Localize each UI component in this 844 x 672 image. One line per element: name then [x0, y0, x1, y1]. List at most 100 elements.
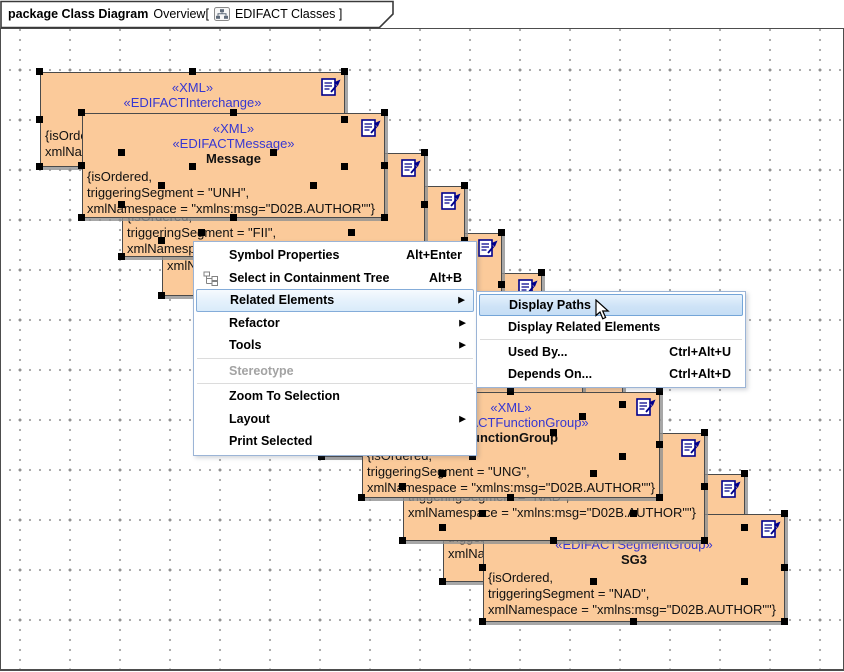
selection-handle[interactable]: [479, 510, 486, 517]
selection-handle[interactable]: [479, 564, 486, 571]
document-hyperlink-icon: [478, 239, 499, 257]
class-diagram-icon: [213, 7, 230, 21]
selection-handle[interactable]: [188, 163, 196, 170]
selection-handle[interactable]: [461, 237, 468, 244]
selection-handle[interactable]: [158, 182, 165, 189]
menu-item-tools[interactable]: Tools▶: [196, 334, 474, 357]
selection-handle[interactable]: [158, 292, 165, 299]
document-hyperlink-icon: [361, 119, 382, 137]
selection-handle[interactable]: [498, 229, 505, 236]
menu-item-zoom-to-selection[interactable]: Zoom To Selection: [196, 385, 474, 408]
selection-handle[interactable]: [439, 524, 446, 531]
selection-handle[interactable]: [781, 618, 788, 625]
selection-handle[interactable]: [36, 163, 43, 170]
menu-item-print-selected[interactable]: Print Selected: [196, 430, 474, 453]
selection-handle[interactable]: [318, 453, 325, 460]
selection-handle[interactable]: [188, 68, 196, 75]
selection-handle[interactable]: [590, 470, 597, 477]
selection-handle[interactable]: [656, 388, 663, 395]
selection-handle[interactable]: [701, 483, 708, 490]
selection-handle[interactable]: [78, 109, 85, 116]
selection-handle[interactable]: [309, 182, 317, 189]
selection-handle[interactable]: [36, 115, 43, 123]
selection-handle[interactable]: [630, 510, 637, 517]
menu-item-used-by[interactable]: Used By...Ctrl+Alt+U: [479, 341, 743, 363]
selection-handle[interactable]: [479, 618, 486, 625]
selection-handle[interactable]: [439, 578, 446, 585]
menu-item-label: Layout: [229, 411, 270, 426]
selection-handle[interactable]: [550, 429, 557, 436]
selection-handle[interactable]: [399, 483, 406, 490]
selection-handle[interactable]: [461, 182, 468, 189]
selection-handle[interactable]: [78, 214, 85, 221]
menu-item-refactor[interactable]: Refactor▶: [196, 312, 474, 335]
selection-handle[interactable]: [269, 149, 277, 156]
selection-handle[interactable]: [358, 494, 365, 501]
selection-handle[interactable]: [381, 214, 388, 221]
menu-item-display-related-elements[interactable]: Display Related Elements: [479, 316, 743, 338]
selection-handle[interactable]: [421, 149, 428, 156]
selection-handle[interactable]: [229, 109, 237, 116]
property-line: triggeringSegment = "FII",: [127, 225, 277, 240]
selection-handle[interactable]: [118, 149, 125, 156]
selection-handle[interactable]: [348, 229, 355, 236]
document-hyperlink-icon: [681, 439, 702, 457]
selection-handle[interactable]: [656, 494, 663, 501]
selection-handle[interactable]: [36, 68, 43, 75]
selection-handle[interactable]: [630, 618, 637, 625]
selection-handle[interactable]: [381, 161, 388, 169]
selection-handle[interactable]: [341, 163, 348, 170]
selection-handle[interactable]: [781, 510, 788, 517]
selection-handle[interactable]: [439, 470, 446, 477]
selection-handle[interactable]: [399, 537, 406, 544]
selection-handle[interactable]: [701, 537, 708, 544]
menu-item-label: Depends On...: [508, 367, 593, 381]
selection-handle[interactable]: [701, 429, 708, 436]
class-properties: {isOrdered,triggeringSegment = "NAD",xml…: [488, 570, 784, 618]
selection-handle[interactable]: [341, 68, 348, 75]
property-line: xmlNamespace = "xmlns:msg="D02B.AUTHOR""…: [87, 201, 375, 216]
selection-handle[interactable]: [741, 524, 748, 531]
document-hyperlink-icon: [441, 192, 462, 210]
menu-item-related-elements[interactable]: Related Elements▶: [196, 289, 474, 312]
selection-handle[interactable]: [229, 214, 237, 221]
selection-handle[interactable]: [498, 281, 505, 288]
selection-handle[interactable]: [468, 453, 476, 460]
selection-handle[interactable]: [538, 269, 545, 276]
selection-handle[interactable]: [550, 537, 557, 544]
class-box-message[interactable]: «XML»«EDIFACTMessage»Message{isOrdered,t…: [82, 113, 385, 218]
menu-item-stereotype[interactable]: Stereotype: [196, 360, 474, 383]
menu-item-label: Display Related Elements: [508, 320, 661, 334]
selection-handle[interactable]: [507, 494, 514, 501]
selection-handle[interactable]: [421, 201, 428, 208]
submenu-arrow-icon: ▶: [459, 339, 466, 350]
selection-handle[interactable]: [198, 229, 205, 236]
selection-handle[interactable]: [507, 388, 514, 395]
stereotype-label: «XML»: [490, 400, 532, 415]
document-hyperlink-icon: [636, 398, 657, 416]
selection-handle[interactable]: [158, 237, 165, 244]
selection-handle[interactable]: [118, 201, 125, 208]
document-hyperlink-icon: [721, 480, 742, 498]
selection-handle[interactable]: [781, 564, 788, 571]
selection-handle[interactable]: [381, 109, 388, 116]
menu-item-label: Refactor: [229, 315, 280, 330]
selection-handle[interactable]: [656, 441, 663, 448]
menu-item-layout[interactable]: Layout▶: [196, 408, 474, 431]
selection-handle[interactable]: [590, 578, 597, 585]
selection-handle[interactable]: [341, 115, 348, 123]
selection-handle[interactable]: [78, 161, 85, 169]
selection-handle[interactable]: [619, 453, 626, 460]
selection-handle[interactable]: [118, 253, 125, 260]
menu-item-depends-on[interactable]: Depends On...Ctrl+Alt+D: [479, 363, 743, 385]
selection-handle[interactable]: [741, 470, 748, 477]
selection-handle[interactable]: [619, 401, 626, 408]
document-hyperlink-icon: [321, 78, 342, 96]
menu-item-display-paths[interactable]: Display Paths: [479, 294, 743, 316]
selection-handle[interactable]: [741, 578, 748, 585]
selection-handle[interactable]: [579, 413, 586, 420]
